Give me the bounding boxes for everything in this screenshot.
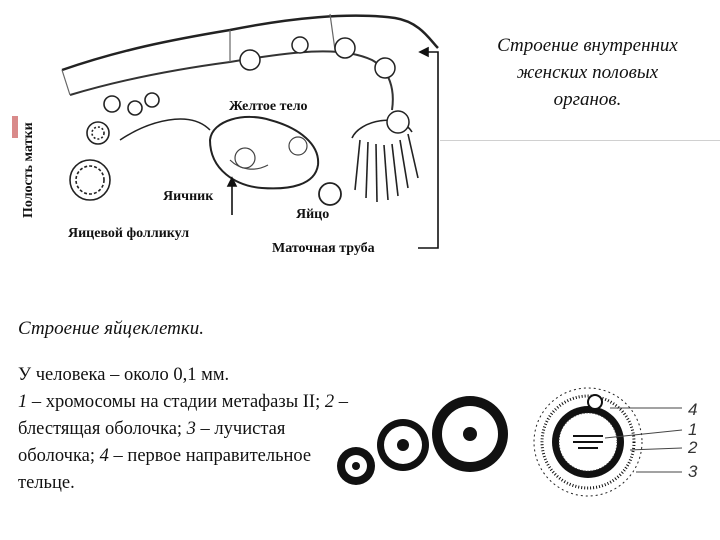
cell-label-1: 1 bbox=[688, 420, 698, 439]
divider bbox=[440, 140, 720, 141]
ovary-body bbox=[208, 115, 320, 190]
description-2: – блестящая оболочка; bbox=[18, 392, 348, 439]
number-2: 2 bbox=[324, 392, 335, 412]
egg-cell-stages bbox=[337, 387, 683, 497]
description-4: – первое направительное тельце. bbox=[18, 446, 312, 493]
egg-cell bbox=[318, 182, 342, 206]
ovary-tube-diagram bbox=[61, 13, 439, 249]
mature-egg bbox=[533, 387, 643, 497]
slide-title-line-2: женских половых bbox=[516, 62, 659, 83]
label-egg: Яйцо bbox=[296, 207, 330, 222]
number-4: 4 bbox=[99, 446, 109, 466]
slide-title: Строение внутренних женских половых орга… bbox=[460, 32, 715, 113]
follicles bbox=[69, 92, 160, 201]
label-uterine-cavity: Полость матки bbox=[21, 122, 36, 218]
number-1: 1 bbox=[18, 392, 28, 412]
cell-label-4: 4 bbox=[688, 400, 698, 419]
fimbriae bbox=[351, 119, 419, 203]
small-egg bbox=[337, 447, 375, 485]
label-ovary: Яичник bbox=[163, 189, 214, 204]
description: У человека – около 0,1 мм. 1 – хромосомы… bbox=[18, 362, 348, 497]
description-1: – хромосомы на стадии метафазы II; bbox=[27, 392, 325, 412]
number-3: 3 bbox=[186, 419, 196, 439]
tube-cells bbox=[239, 36, 410, 134]
ovary-details bbox=[229, 136, 308, 170]
tube-hatching bbox=[61, 13, 336, 96]
leader-lines bbox=[604, 407, 683, 473]
slide-title-line-3: органов. bbox=[553, 89, 622, 110]
tube-outline-upper bbox=[61, 14, 439, 72]
label-corpus-luteum: Желтое тело bbox=[229, 99, 308, 114]
description-intro: У человека – около 0,1 мм. bbox=[18, 365, 230, 385]
label-uterine-tube: Маточная труба bbox=[272, 241, 375, 256]
section-title: Строение яйцеклетки. bbox=[18, 318, 205, 339]
decorative-bar bbox=[12, 116, 18, 138]
large-egg bbox=[432, 396, 508, 472]
slide-title-line-1: Строение внутренних bbox=[497, 35, 678, 56]
arrows bbox=[226, 46, 439, 249]
medium-egg bbox=[377, 419, 429, 471]
description-3: – лучистая оболочка; bbox=[18, 419, 286, 466]
cell-label-3: 3 bbox=[688, 462, 698, 481]
ligament bbox=[119, 118, 211, 141]
label-follicle: Яицевой фолликул bbox=[68, 226, 190, 241]
cell-label-2: 2 bbox=[688, 438, 698, 457]
